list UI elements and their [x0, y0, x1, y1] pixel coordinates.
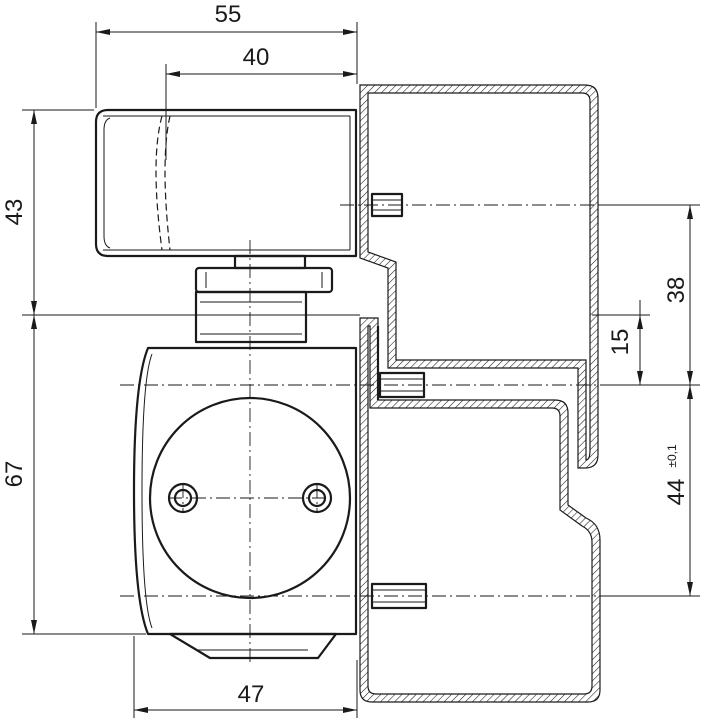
dim-44-tolerance: ±0,1 — [665, 444, 679, 468]
lower-hinge-body — [132, 346, 358, 660]
lower-profile-wall — [359, 317, 601, 703]
dim-15: 15 — [607, 329, 634, 356]
dim-40: 40 — [243, 44, 270, 71]
frame-profile-section — [359, 84, 601, 703]
dim-44: 44 — [663, 479, 690, 506]
dim-47: 47 — [238, 681, 265, 708]
dim-67: 67 — [1, 461, 28, 488]
dim-55: 55 — [215, 1, 242, 28]
upper-profile-wall — [359, 84, 599, 469]
upper-hinge-body — [94, 108, 358, 258]
center-lines — [120, 204, 600, 664]
bearing-shaft — [194, 254, 334, 344]
dim-38: 38 — [663, 277, 690, 304]
dimension-lines — [22, 22, 700, 718]
dim-43: 43 — [1, 199, 28, 226]
